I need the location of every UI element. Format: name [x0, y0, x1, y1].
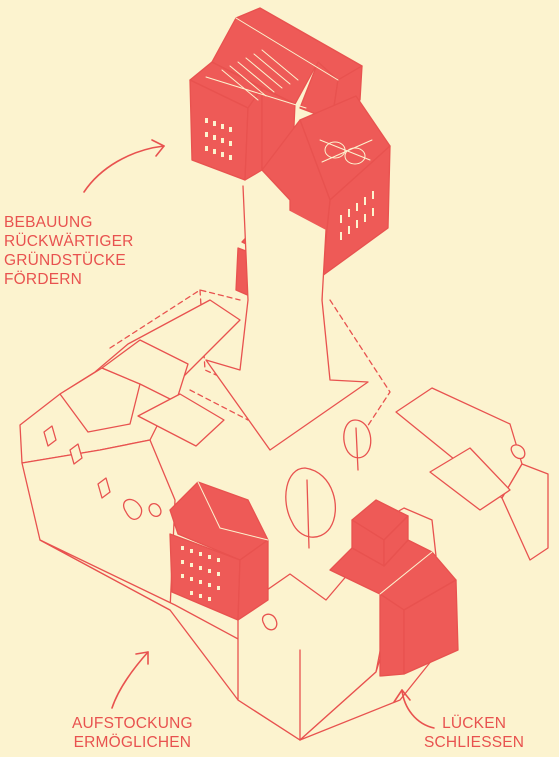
label-line: FÖRDERN: [4, 271, 83, 288]
down-arrow-icon: [205, 185, 369, 451]
label-line: RÜCKWÄRTIGER: [4, 233, 134, 250]
label-line: ERMÖGLICHEN: [73, 734, 192, 751]
tree-icon: [285, 467, 337, 549]
tree-icon: [343, 419, 372, 471]
label-line: BEBAUUNG: [4, 214, 93, 231]
curved-arrow-icon: [393, 689, 435, 729]
label-line: LÜCKEN: [442, 715, 507, 732]
label-luecken-schliessen: LÜCKEN SCHLIESSEN: [424, 714, 524, 752]
aufstockung-house: [169, 481, 269, 621]
luecken-building: [329, 499, 459, 677]
chimneys: [43, 425, 526, 631]
curved-arrow-icon: [111, 651, 149, 709]
label-line: AUFSTOCKUNG: [72, 715, 193, 732]
label-line: SCHLIESSEN: [424, 734, 525, 751]
label-bebauung-rueckwaertiger-grundstuecke: BEBAUUNG RÜCKWÄRTIGER GRÜNDSTÜCKE FÖRDER…: [4, 213, 134, 289]
label-line: GRÜNDSTÜCKE: [4, 252, 126, 269]
label-aufstockung-ermoeglichen: AUFSTOCKUNG ERMÖGLICHEN: [72, 714, 193, 752]
curved-arrow-icon: [83, 139, 165, 193]
